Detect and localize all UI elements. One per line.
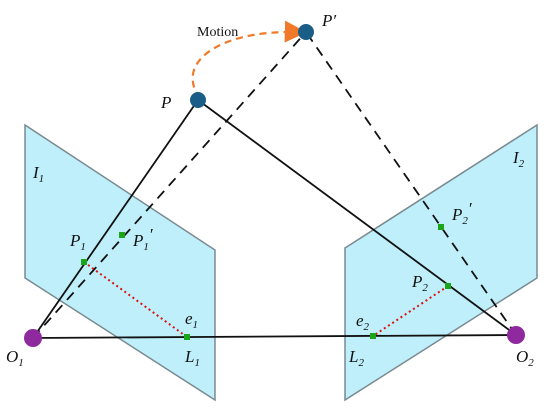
epipolar-line-2 [372,285,449,337]
label-P2-prime: P2′ [451,199,472,227]
ray-O2-P [197,99,517,336]
image-plane-2 [344,123,538,402]
motion-arrow [191,20,307,99]
motion-label: Motion [197,25,238,40]
point-P-prime [298,24,314,40]
camera-center-O2 [507,326,525,344]
epipole-e2 [370,333,376,339]
label-I1: I1 [32,163,44,185]
ray-O1-Pprime [32,31,307,339]
label-O2: O2 [516,347,534,369]
label-e2: e2 [356,311,370,333]
image-point-P1 [81,259,87,265]
ray-O1-P [32,99,199,339]
camera-center-O1 [24,329,42,347]
epipolar-line-1 [83,261,188,338]
ray-O2-Pprime [305,31,517,336]
baseline [32,334,517,339]
point-P [190,92,206,108]
label-I2: I2 [512,148,525,170]
image-point-P1-prime [119,232,125,238]
label-P1: P1 [69,231,86,253]
image-point-P2-prime [438,224,444,230]
image-point-P2 [445,283,451,289]
label-e1: e1 [185,309,198,331]
label-P1-prime: P1′ [132,225,153,253]
label-P: P [160,93,171,112]
label-P2: P2 [411,272,428,294]
image-plane-1 [24,123,216,402]
label-P-prime: P′ [321,11,336,30]
label-O1: O1 [6,347,24,369]
label-L1: L1 [184,347,200,369]
epipole-e1 [184,334,190,340]
label-L2: L2 [348,347,364,369]
